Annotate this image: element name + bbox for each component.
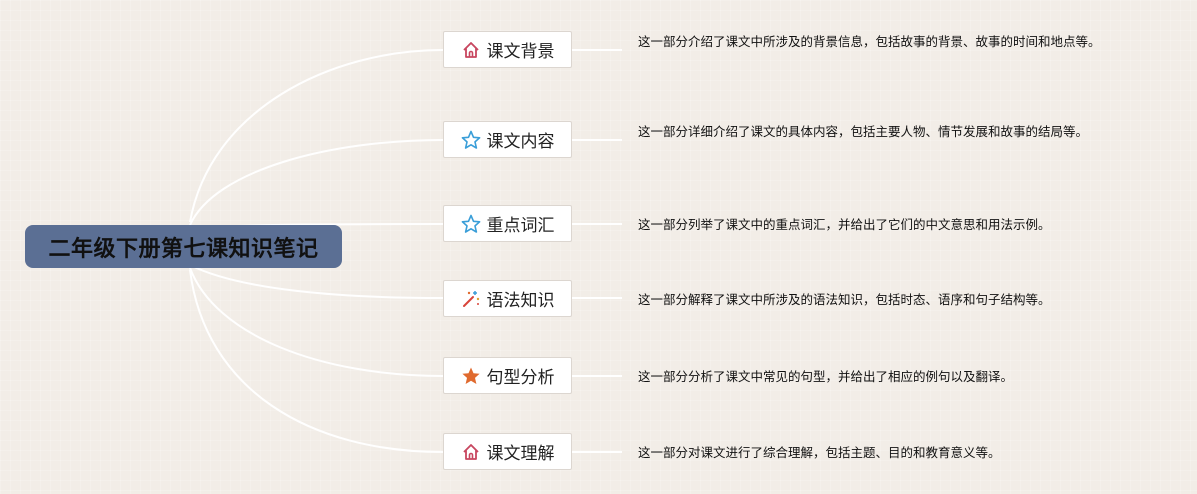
branch-description: 这一部分分析了课文中常见的句型，并给出了相应的例句以及翻译。 xyxy=(638,369,1014,384)
branch-description: 这一部分介绍了课文中所涉及的背景信息，包括故事的背景、故事的时间和地点等。 xyxy=(638,34,1101,49)
connector-branch-0 xyxy=(189,49,444,223)
branch-node-vocabulary[interactable]: 重点词汇 xyxy=(443,205,572,242)
branch-node-content[interactable]: 课文内容 xyxy=(443,121,572,158)
branch-label: 课文内容 xyxy=(486,132,555,152)
star-filled-icon xyxy=(461,366,481,386)
branch-label: 课文理解 xyxy=(486,444,555,464)
branch-label: 重点词汇 xyxy=(486,216,555,236)
branch-description: 这一部分解释了课文中所涉及的语法知识，包括时态、语序和句子结构等。 xyxy=(638,292,1051,307)
connector-branch-1 xyxy=(189,139,444,226)
star-outline-icon xyxy=(461,130,481,150)
branch-description: 这一部分详细介绍了课文的具体内容，包括主要人物、情节发展和故事的结局等。 xyxy=(638,124,1089,139)
branch-label: 课文背景 xyxy=(486,42,555,62)
root-title: 二年级下册第七课知识笔记 xyxy=(48,236,319,262)
connector-branch-3 xyxy=(189,264,444,299)
branch-node-comprehension[interactable]: 课文理解 xyxy=(443,433,572,470)
branch-description: 这一部分列举了课文中的重点词汇，并给出了它们的中文意思和用法示例。 xyxy=(638,217,1051,232)
home-icon xyxy=(461,40,481,60)
branch-label: 句型分析 xyxy=(486,368,555,388)
branch-node-background[interactable]: 课文背景 xyxy=(443,31,572,68)
root-node[interactable]: 二年级下册第七课知识笔记 xyxy=(25,225,342,268)
branch-label: 语法知识 xyxy=(486,291,555,311)
magic-wand-icon xyxy=(461,289,481,309)
branch-description: 这一部分对课文进行了综合理解，包括主题、目的和教育意义等。 xyxy=(638,445,1001,460)
branch-node-grammar[interactable]: 语法知识 xyxy=(443,280,572,317)
connector-branch-5 xyxy=(189,269,444,453)
star-outline-icon xyxy=(461,214,481,234)
branch-node-sentence-patterns[interactable]: 句型分析 xyxy=(443,357,572,394)
connector-branch-4 xyxy=(189,267,444,377)
home-icon xyxy=(461,442,481,462)
